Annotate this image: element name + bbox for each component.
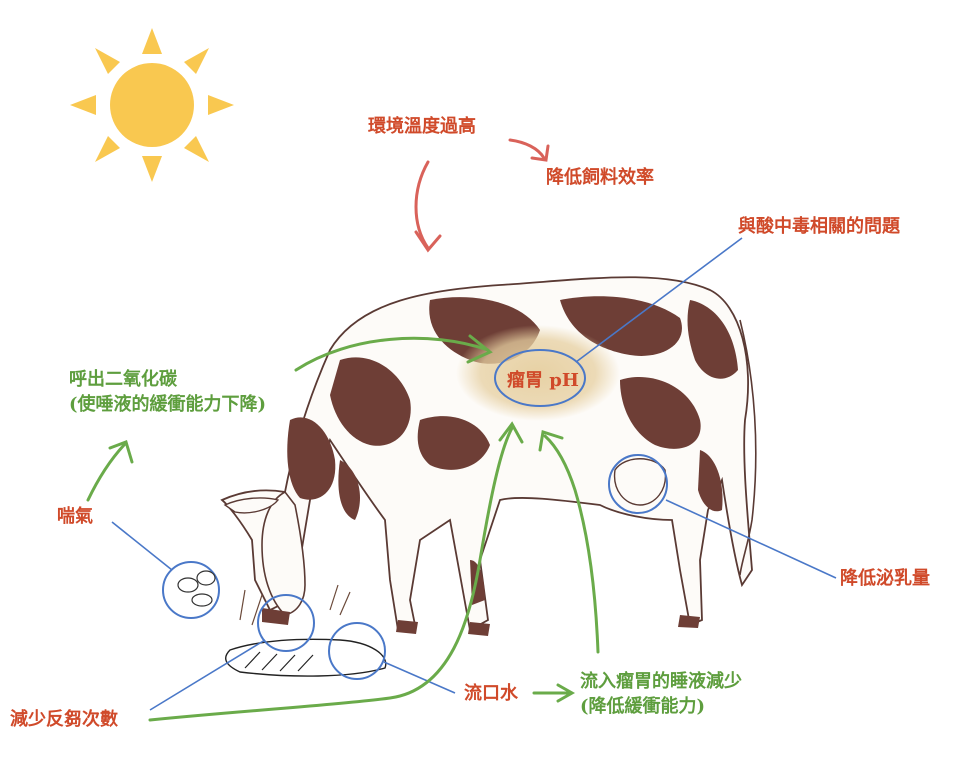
- drool-to-saliva-arrowhead: [556, 683, 576, 703]
- co2-to-rumen-arrowhead: [466, 334, 493, 364]
- panting-to-co2-arrow: [86, 443, 126, 502]
- label-drooling: 流口水: [464, 683, 518, 704]
- heat-down-arrowhead: [414, 230, 442, 253]
- efficiency-arrowhead: [530, 144, 550, 162]
- saliva-to-rumen-arrowhead: [538, 430, 564, 452]
- rumen-ph-circle: [494, 349, 586, 407]
- rumination-to-rumen-arrowhead: [498, 421, 524, 444]
- udder-circle: [608, 454, 668, 514]
- breath-cloud-icon: [177, 570, 216, 607]
- line-rumination: [149, 639, 266, 711]
- label-less-rumination: 減少反芻次數: [10, 709, 118, 730]
- co2-to-rumen-arrow: [294, 336, 490, 372]
- label-lower-milk: 降低泌乳量: [840, 568, 930, 589]
- line-acidosis: [575, 237, 743, 363]
- rumen-glow: [456, 325, 620, 421]
- mouth-circle: [257, 594, 315, 652]
- rumination-to-rumen-arrow: [148, 426, 514, 722]
- label-exhale-co2-note: (使唾液的緩衝能力下降): [69, 394, 267, 415]
- cow-illustration: [220, 276, 757, 677]
- heat-down-arrow: [414, 160, 430, 250]
- line-drool: [383, 661, 456, 694]
- label-environment-heat: 環境溫度過高: [368, 116, 476, 137]
- panting-to-co2-arrowhead: [108, 440, 134, 464]
- label-less-saliva: 流入瘤胃的睡液減少: [580, 671, 742, 692]
- efficiency-arrow: [508, 138, 546, 160]
- label-panting: 喘氣: [57, 506, 93, 527]
- label-lower-feed-efficiency: 降低飼料效率: [546, 167, 654, 188]
- line-panting: [111, 521, 173, 571]
- label-exhale-co2: 呼出二氧化碳: [69, 369, 177, 390]
- cud-circle: [328, 622, 386, 680]
- label-acidosis-issues: 與酸中毒相關的問題: [738, 216, 900, 237]
- breath-circle: [162, 561, 220, 619]
- line-milk: [665, 499, 837, 579]
- label-less-saliva-note: (降低緩衝能力): [580, 696, 706, 717]
- saliva-to-rumen-arrow: [543, 434, 600, 654]
- label-rumen-ph: 瘤胃 pH: [507, 370, 579, 391]
- sun-icon: [70, 28, 234, 182]
